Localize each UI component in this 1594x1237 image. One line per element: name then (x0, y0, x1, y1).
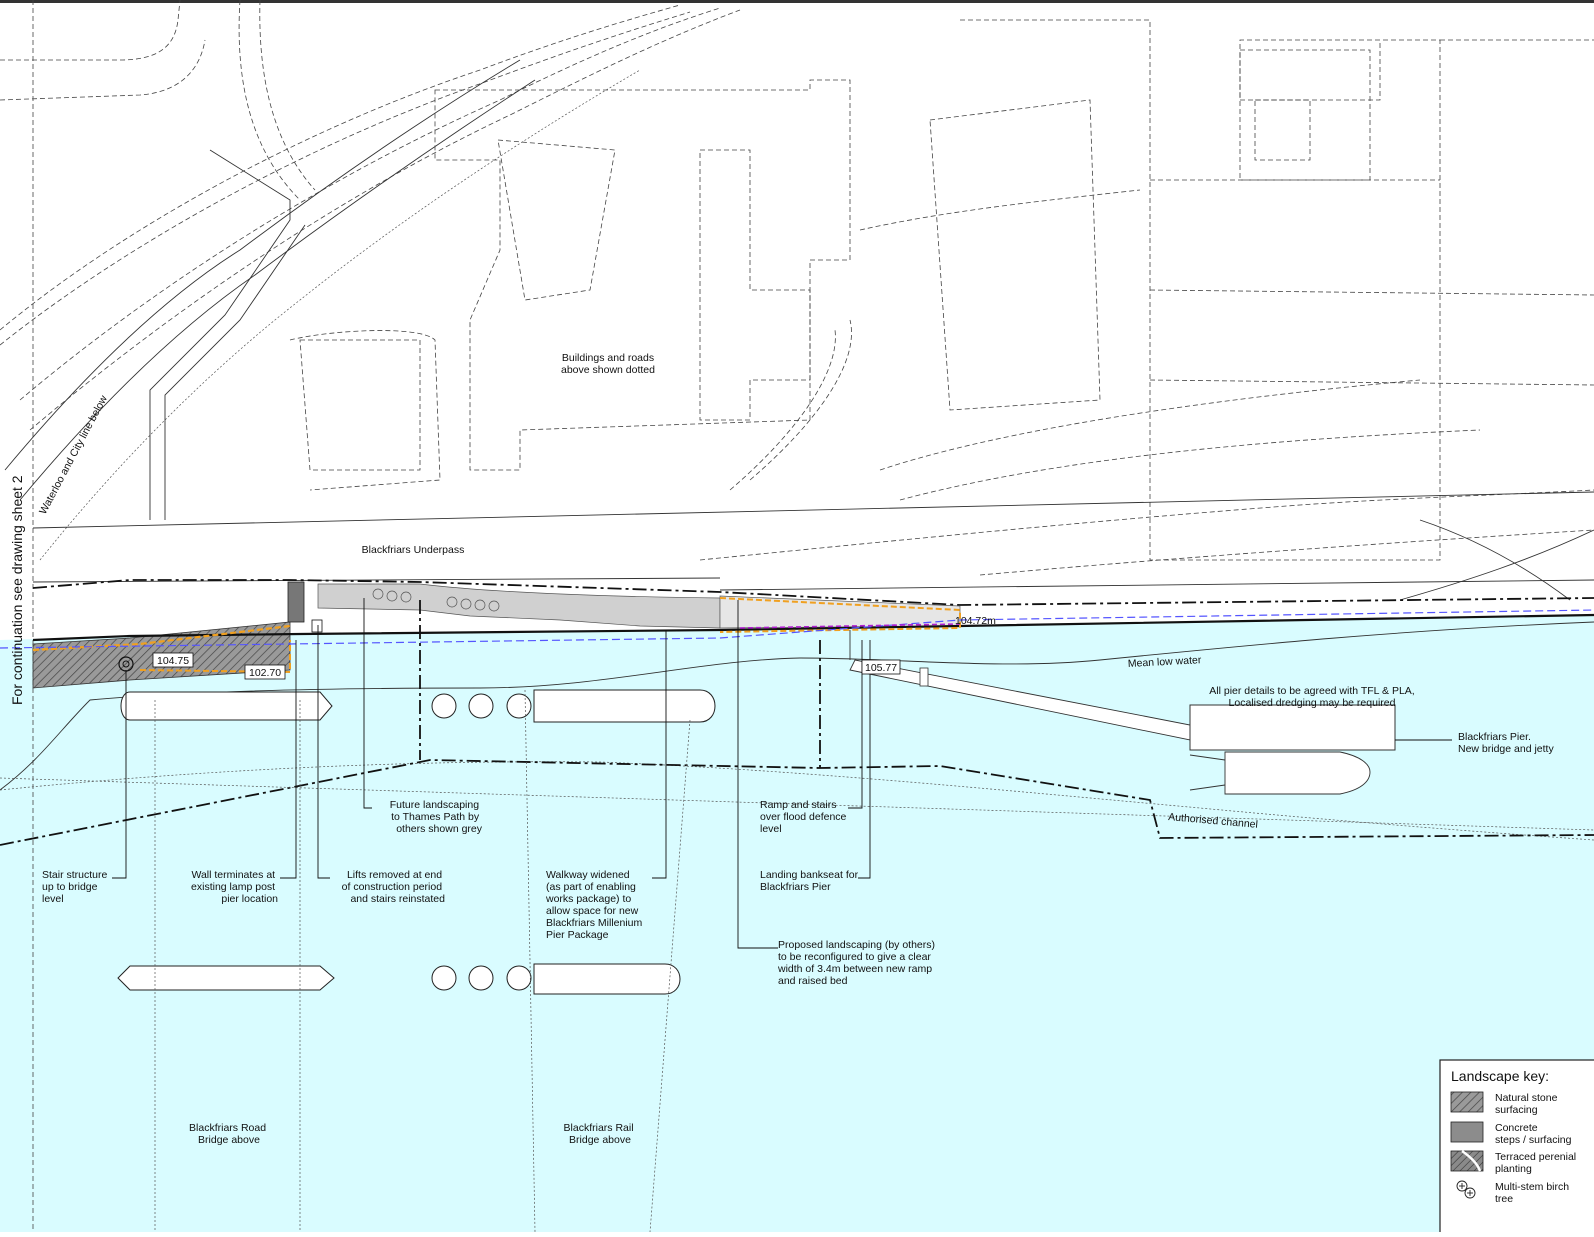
leader-lines (112, 598, 1452, 949)
sheet-top-border (0, 0, 1594, 3)
level-tag-3: 105.77 (865, 662, 897, 674)
buildings-above (289, 19, 1594, 601)
rail-bridge-label: Blackfriars Rail Bridge above (564, 1122, 637, 1146)
ramp-stairs-label: Ramp and stairs over flood defence level (760, 799, 849, 835)
rail-lines (0, 4, 741, 561)
walkway-widened-label: Walkway widened (as part of enabling wor… (545, 869, 645, 941)
buildings-roads-label-2: above shown dotted (561, 364, 655, 376)
continuation-label: For continuation see drawing sheet 2 (9, 475, 25, 705)
mean-low-water-label: Mean low water (1128, 654, 1203, 670)
legend-item-label: Natural stone surfacing (1495, 1092, 1560, 1116)
roads-upper-left (0, 0, 316, 520)
proposed-landscaping-label: Proposed landscaping (by others) to be r… (777, 939, 938, 987)
pier-details-label-2: Localised dredging may be required (1229, 697, 1396, 709)
future-landscaping-label: Future landscaping to Thames Path by oth… (390, 799, 483, 835)
river-lines (0, 600, 1594, 846)
underpass-road (32, 491, 1594, 606)
concrete-swatch (1450, 1121, 1484, 1143)
stair-structure-label: Stair structure up to bridge level (42, 869, 110, 905)
legend-item-label: Terraced perenial planting (1495, 1151, 1579, 1175)
bridge-piers (117, 689, 716, 995)
legend-item-label: Concrete steps / surfacing (1495, 1122, 1572, 1146)
drawing-annotations: Buildings and roads above shown dotted B… (9, 352, 1554, 1146)
road-bridge-label: Blackfriars Road Bridge above (189, 1122, 269, 1146)
waterloo-city-label: Waterloo and City line below (37, 393, 110, 516)
natural-stone-swatch (1450, 1091, 1484, 1113)
birch-tree-icon (1456, 1180, 1476, 1199)
landing-bankseat-label: Landing bankseat for Blackfriars Pier (760, 869, 861, 893)
pier-label-2: New bridge and jetty (1458, 743, 1554, 755)
pier-details-label-1: All pier details to be agreed with TFL &… (1209, 685, 1414, 697)
legend-item-label: Multi-stem birch tree (1495, 1181, 1572, 1205)
landscape-key-title: Landscape key: (1451, 1068, 1549, 1084)
level-tag-2: 102.70 (249, 667, 281, 679)
planting-swatch (1450, 1149, 1484, 1172)
wall-terminates-label: Wall terminates at existing lamp post pi… (191, 869, 278, 905)
bridge-outlines (0, 689, 1594, 1233)
level-tag-1: 104.75 (157, 655, 189, 667)
level-tags: 104.75 102.70 105.77 104.72m (152, 615, 996, 680)
pier-label-1: Blackfriars Pier. (1458, 731, 1531, 743)
underpass-label: Blackfriars Underpass (362, 544, 465, 556)
buildings-roads-label-1: Buildings and roads (562, 352, 654, 364)
lifts-removed-label: Lifts removed at end of construction per… (342, 869, 445, 905)
river-water (0, 615, 1594, 1232)
level-tag-4: 104.72m (955, 615, 996, 627)
landscape-key: Landscape key: Natural stone surfacing C… (1439, 1059, 1594, 1237)
blackfriars-pier (849, 630, 1396, 795)
